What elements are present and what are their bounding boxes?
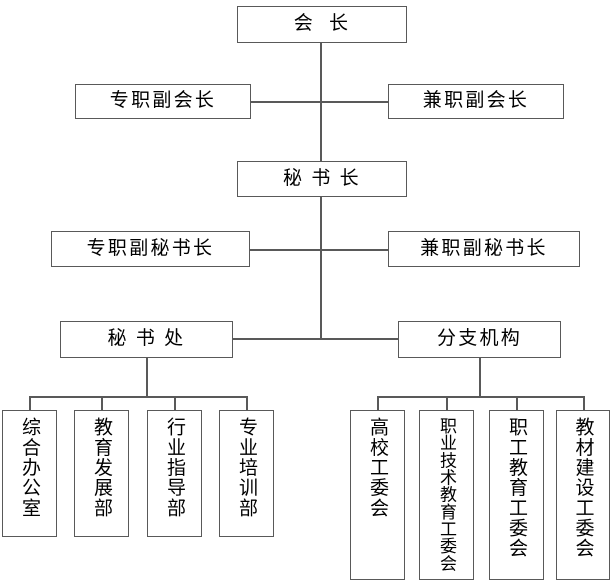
- node-branches-label: 分支机构: [436, 328, 523, 350]
- node-vocational-technical-education-committee[interactable]: 职业技术教育工委会: [419, 410, 474, 580]
- node-vice-president-part-time[interactable]: 兼职副会长: [388, 84, 564, 119]
- node-president[interactable]: 会 长: [237, 6, 407, 43]
- node-deputy-secretary-general-part-time[interactable]: 兼职副秘书长: [388, 231, 580, 267]
- node-deputy-secretary-general-part-time-label: 兼职副秘书长: [420, 237, 548, 259]
- connector-secretariat-stem: [146, 358, 148, 397]
- node-professional-training-dept[interactable]: 专业培训部: [219, 410, 274, 537]
- node-secretary-general-label: 秘 书 长: [283, 167, 361, 189]
- connector-sg-down: [320, 196, 322, 250]
- node-industry-guidance-dept-label: 行业指导部: [164, 417, 185, 518]
- node-higher-education-committee[interactable]: 高校工委会: [350, 410, 405, 580]
- node-general-office[interactable]: 综合办公室: [2, 410, 57, 537]
- connector-secretariat-child-2: [101, 396, 103, 410]
- node-higher-education-committee-label: 高校工委会: [367, 417, 388, 518]
- node-staff-education-committee[interactable]: 职工教育工委会: [489, 410, 544, 580]
- connector-vp-to-sg: [320, 101, 322, 161]
- node-deputy-secretary-general-full-time[interactable]: 专职副秘书长: [51, 231, 250, 267]
- connector-row5-bus: [233, 338, 398, 340]
- node-vocational-technical-education-committee-label: 职业技术教育工委会: [437, 417, 456, 572]
- connector-branches-child-4: [583, 396, 585, 410]
- node-secretary-general[interactable]: 秘 书 长: [237, 161, 407, 197]
- node-education-development-dept[interactable]: 教育发展部: [74, 410, 129, 537]
- connector-branches-child-2: [446, 396, 448, 410]
- node-vice-president-part-time-label: 兼职副会长: [422, 90, 530, 112]
- connector-president-down: [320, 42, 322, 102]
- node-general-office-label: 综合办公室: [19, 417, 40, 518]
- connector-secretariat-child-1: [29, 396, 31, 410]
- connector-branches-children-bus: [377, 396, 583, 398]
- node-deputy-secretary-general-full-time-label: 专职副秘书长: [86, 237, 215, 259]
- connector-deputy-to-row5: [320, 249, 322, 339]
- connector-secretariat-child-3: [174, 396, 176, 410]
- connector-secretariat-children-bus: [29, 396, 247, 398]
- connector-vp-bus: [250, 101, 389, 103]
- node-staff-education-committee-label: 职工教育工委会: [506, 417, 527, 558]
- node-secretariat-label: 秘 书 处: [107, 328, 186, 350]
- node-textbook-construction-committee-label: 教材建设工委会: [572, 417, 594, 558]
- node-secretariat[interactable]: 秘 书 处: [60, 321, 233, 358]
- node-education-development-dept-label: 教育发展部: [91, 417, 112, 518]
- connector-branches-child-3: [516, 396, 518, 410]
- connector-secretariat-child-4: [246, 396, 248, 410]
- connector-branches-stem: [479, 358, 481, 397]
- node-industry-guidance-dept[interactable]: 行业指导部: [147, 410, 202, 537]
- node-branches[interactable]: 分支机构: [398, 321, 561, 358]
- node-vice-president-full-time-label: 专职副会长: [109, 90, 217, 112]
- connector-branches-child-1: [377, 396, 379, 410]
- connector-deputy-sg-bus: [250, 249, 389, 251]
- node-president-label: 会 长: [293, 13, 351, 35]
- node-textbook-construction-committee[interactable]: 教材建设工委会: [556, 410, 610, 580]
- node-professional-training-dept-label: 专业培训部: [236, 417, 257, 518]
- node-vice-president-full-time[interactable]: 专职副会长: [75, 84, 251, 119]
